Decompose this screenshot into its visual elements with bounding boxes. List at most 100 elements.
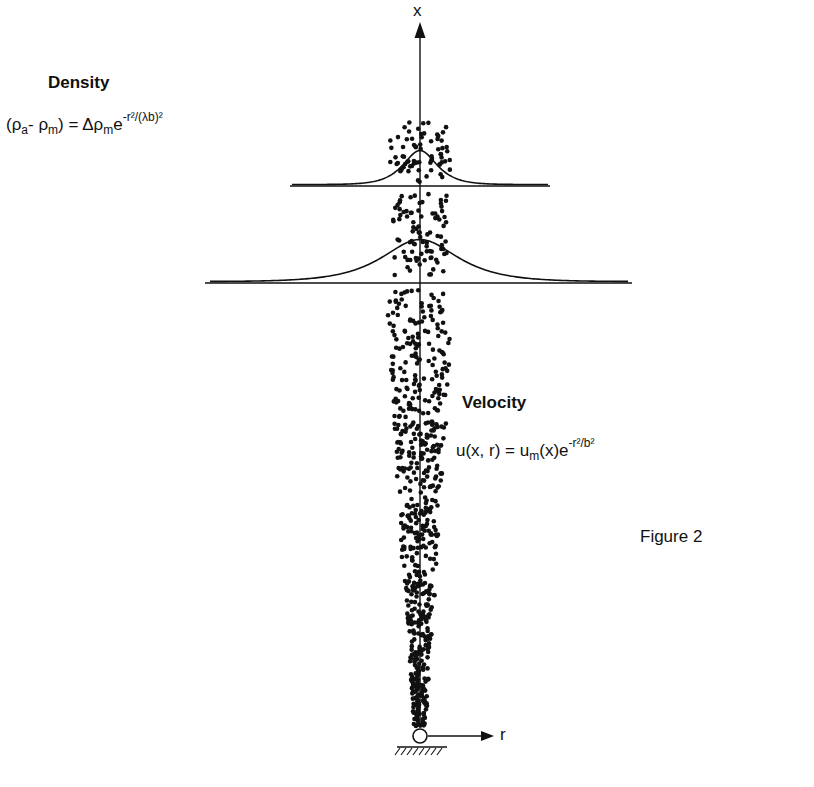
particle-dot	[413, 563, 418, 568]
particle-dot	[400, 555, 405, 560]
particle-dot	[431, 296, 436, 301]
particle-dot	[406, 169, 411, 174]
particle-dot	[429, 249, 434, 254]
particle-dot	[424, 244, 429, 249]
particle-dot	[444, 198, 449, 203]
particle-dot	[405, 289, 410, 294]
particle-dot	[407, 406, 412, 411]
particle-dot	[410, 680, 415, 685]
particle-dot	[431, 428, 436, 433]
particle-dot	[403, 429, 408, 434]
particle-dot	[409, 497, 414, 502]
particle-dot	[403, 415, 408, 420]
particle-dot	[436, 408, 441, 413]
particle-dot	[428, 557, 433, 562]
particle-dot	[410, 691, 415, 696]
particle-dot	[432, 519, 437, 524]
particle-dot	[421, 717, 426, 722]
particle-dot	[424, 589, 429, 594]
particle-dot	[410, 335, 415, 340]
particle-dot	[415, 503, 420, 508]
particle-dot	[443, 393, 448, 398]
particle-dot	[424, 509, 429, 514]
particle-dot	[422, 711, 427, 716]
velocity-formula: u(x, r) = um(x)e-r²/b²	[456, 436, 595, 465]
particle-dot	[430, 377, 435, 382]
particle-dot	[396, 447, 401, 452]
hatch-stroke	[431, 748, 436, 755]
hatch-stroke	[437, 748, 442, 755]
particle-dot	[424, 702, 429, 707]
particle-dot	[423, 679, 428, 684]
particle-dot	[441, 320, 446, 325]
particle-dot	[412, 722, 417, 727]
particle-dot	[407, 453, 412, 458]
particle-dot	[428, 256, 433, 261]
particle-dot	[414, 477, 419, 482]
particle-dot	[434, 369, 439, 374]
particle-dot	[400, 154, 405, 159]
particle-dot	[404, 586, 409, 591]
particle-dot	[387, 321, 392, 326]
particle-dot	[417, 645, 422, 650]
particle-dot	[434, 373, 439, 378]
particle-dot	[389, 146, 394, 151]
particle-dot	[399, 292, 404, 297]
particle-dot	[419, 490, 424, 495]
particle-dot	[428, 485, 433, 490]
particle-dot	[423, 702, 428, 707]
particle-dot	[391, 310, 396, 315]
formula-text: ) = Δρ	[58, 115, 103, 134]
particle-dot	[405, 475, 410, 480]
particle-dot	[435, 326, 440, 331]
particle-dot	[407, 629, 412, 634]
particle-dot	[422, 698, 427, 703]
particle-dot	[405, 503, 410, 508]
particle-dot	[421, 121, 426, 126]
particle-dot	[391, 217, 396, 222]
particle-dot	[443, 239, 448, 244]
particle-dot	[439, 204, 444, 209]
particle-dot	[411, 225, 416, 230]
particle-dot	[441, 130, 446, 135]
particle-dot	[393, 290, 398, 295]
particle-dot	[411, 630, 416, 635]
particle-dot	[388, 138, 393, 143]
particle-dot	[398, 406, 403, 411]
particle-dot	[413, 407, 418, 412]
particle-dot	[397, 217, 402, 222]
particle-dot	[434, 561, 439, 566]
particle-dot	[397, 346, 402, 351]
particle-dot	[391, 377, 396, 382]
particle-dot	[436, 299, 441, 304]
particle-dot	[415, 466, 420, 471]
hatch-stroke	[401, 748, 406, 755]
particle-dot	[394, 387, 399, 392]
particle-dot	[422, 315, 427, 320]
hatch-stroke	[425, 748, 430, 755]
particle-dot	[432, 390, 437, 395]
particle-dot	[427, 304, 432, 309]
particle-dot	[404, 554, 409, 559]
particle-dot	[442, 360, 447, 365]
particle-dot	[423, 441, 428, 446]
particle-dot	[405, 341, 410, 346]
particle-dot	[439, 443, 444, 448]
particle-dot	[444, 193, 449, 198]
particle-dot	[445, 369, 450, 374]
r-axis	[428, 735, 484, 736]
particle-dot	[400, 466, 405, 471]
particle-dot	[401, 249, 406, 254]
profile-curves	[210, 151, 628, 282]
particle-dot	[403, 486, 408, 491]
particle-dot	[417, 661, 422, 666]
particle-dot	[407, 467, 412, 472]
particle-dot	[435, 408, 440, 413]
particle-dot	[422, 721, 427, 726]
particle-dot	[429, 433, 434, 438]
particle-dot	[436, 396, 441, 401]
particle-dot	[423, 398, 428, 403]
particle-dot	[429, 605, 434, 610]
particle-dot	[411, 584, 416, 589]
gaussian-profile	[292, 151, 548, 185]
